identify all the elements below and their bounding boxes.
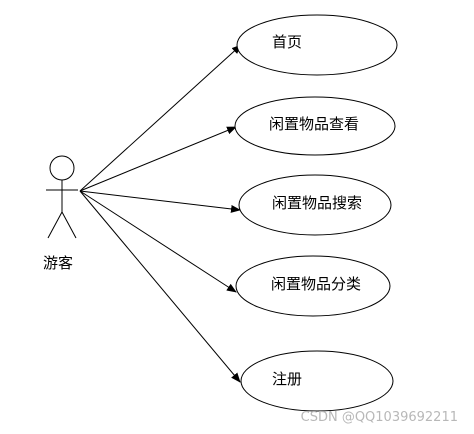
actor-head xyxy=(49,155,75,181)
actor-figure xyxy=(46,155,78,239)
association-arrow-category xyxy=(79,190,237,293)
association-arrow-view xyxy=(79,126,237,192)
watermark-text: CSDN @QQ1039692211 xyxy=(301,410,458,425)
actor-left-leg xyxy=(47,211,63,239)
use-case-label: 注册 xyxy=(272,370,302,388)
use-case-ellipse xyxy=(240,350,394,412)
use-case-ellipse xyxy=(234,96,396,156)
use-case-ellipse xyxy=(235,255,391,317)
actor-label: 游客 xyxy=(43,254,73,272)
use-case-ellipse xyxy=(236,14,398,76)
use-case-category-items: 闲置物品分类 xyxy=(235,255,391,317)
association-arrow-home xyxy=(79,44,242,192)
use-case-home: 首页 xyxy=(236,14,398,76)
association-arrow-search xyxy=(79,190,241,213)
use-case-search-items: 闲置物品搜索 xyxy=(238,174,392,236)
use-case-ellipse xyxy=(238,174,392,236)
use-case-label: 首页 xyxy=(272,33,302,51)
use-case-label: 闲置物品搜索 xyxy=(272,194,362,212)
use-case-label: 闲置物品查看 xyxy=(269,115,359,133)
use-case-register: 注册 xyxy=(240,350,394,412)
actor-right-leg xyxy=(61,211,77,239)
association-arrow-register xyxy=(79,190,241,383)
use-case-view-items: 闲置物品查看 xyxy=(234,96,396,156)
associations xyxy=(79,44,242,383)
use-case-label: 闲置物品分类 xyxy=(271,275,361,293)
